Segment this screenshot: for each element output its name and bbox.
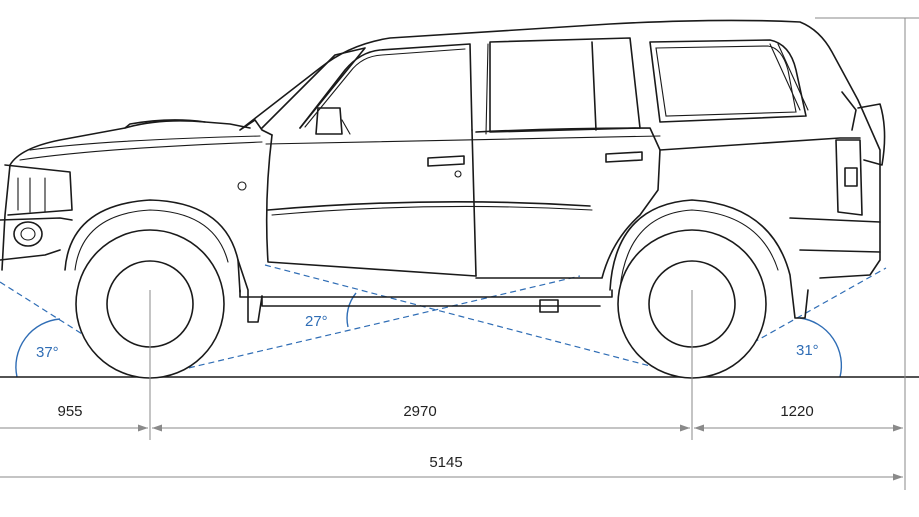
breakover-angle-label: 27° bbox=[305, 313, 328, 330]
front-overhang-label: 955 bbox=[57, 403, 82, 420]
wheelbase-label: 2970 bbox=[403, 403, 436, 420]
dimension-lines bbox=[0, 424, 903, 481]
rear-overhang-label: 1220 bbox=[780, 403, 813, 420]
departure-angle-line bbox=[691, 267, 887, 378]
departure-angle-arc bbox=[799, 317, 843, 378]
breakover-angle-arc bbox=[346, 292, 357, 328]
overall-length-label: 5145 bbox=[429, 454, 462, 471]
angle-guides bbox=[0, 264, 887, 378]
approach-angle-label: 37° bbox=[36, 344, 59, 361]
breakover-line-rear bbox=[264, 264, 693, 378]
breakover-line-front bbox=[149, 275, 581, 378]
departure-angle-label: 31° bbox=[796, 342, 819, 359]
approach-angle-arc bbox=[15, 318, 61, 378]
vehicle-outline bbox=[0, 19, 886, 323]
